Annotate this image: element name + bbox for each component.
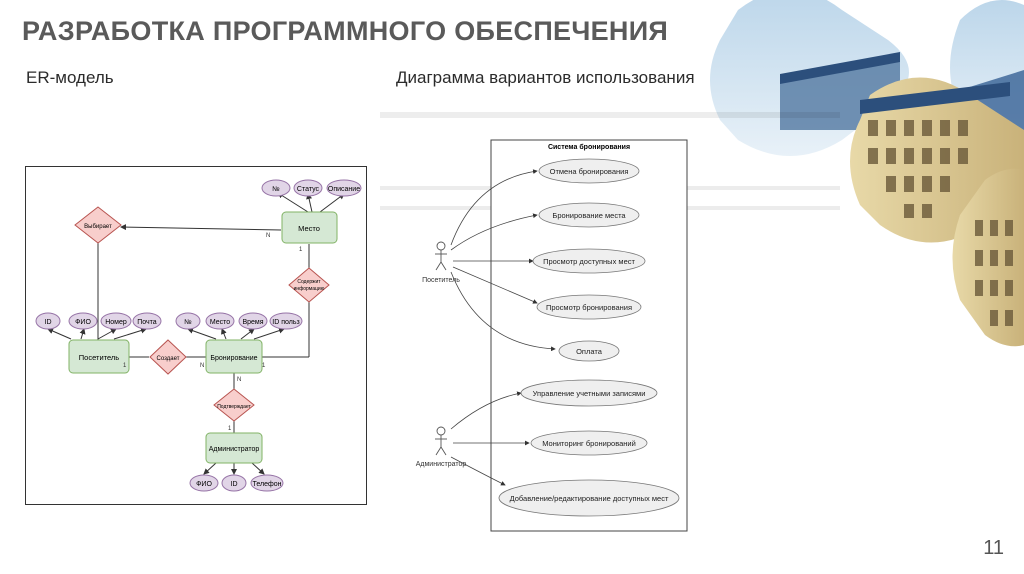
actor-admin-label: Администратор	[416, 461, 467, 468]
usecase-add-edit-label: Добавление/редактирование доступных мест	[510, 494, 669, 503]
usecase-view-places-label: Просмотр доступных мест	[543, 257, 635, 266]
relation-soderzhit-label-1: Содержит	[297, 279, 321, 285]
entity-bronirovanie-label: Бронирование	[210, 355, 257, 362]
attr-group-bronirovanie: № Место Время ID польз	[175, 312, 303, 330]
attr-bronirovanie-3: ID польз	[272, 319, 299, 326]
usecase-heading: Диаграмма вариантов использования	[396, 68, 695, 87]
attr-administrator-1: ID	[231, 481, 238, 488]
entity-mesto-label: Место	[298, 224, 320, 233]
usecase-book-label: Бронирование места	[552, 211, 626, 220]
attr-group-administrator: ФИО ID Телефон	[189, 474, 284, 492]
usecase-payment-label: Оплата	[576, 347, 603, 356]
relation-vybiraet-label: Выбирает	[84, 224, 112, 230]
relation-podtverzhdaet-label: Подтверждает	[217, 404, 251, 410]
relation-podtverzhdaet	[213, 388, 255, 422]
relation-soderzhit	[288, 267, 330, 303]
attr-group-mesto: № Статус Описание	[261, 179, 362, 197]
card-posetitel-1: 1	[123, 363, 127, 369]
card-mesto-n: N	[266, 233, 270, 239]
card-bron-n-down: N	[237, 377, 241, 383]
relation-sozdaet-label: Создает	[157, 356, 180, 362]
er-diagram-frame: № Статус Описание Место Выбирает Содержи…	[25, 166, 367, 505]
relation-vybiraet	[74, 206, 122, 244]
usecase-cancel	[538, 158, 640, 184]
card-bron-n: N	[200, 363, 204, 369]
usecase-diagram: Система бронирования Посетитель Админист…	[416, 139, 688, 532]
entity-posetitel-label: Посетитель	[79, 353, 120, 362]
usecase-view-bookings	[536, 294, 642, 320]
card-bron-1: 1	[262, 363, 266, 369]
er-diagram: № Статус Описание Место Выбирает Содержи…	[35, 179, 362, 492]
attr-bronirovanie-0: №	[184, 319, 192, 326]
attr-posetitel-2: Номер	[105, 319, 127, 326]
attr-mesto-2: Описание	[328, 186, 360, 193]
usecase-view-places	[532, 248, 646, 274]
attr-group-posetitel: ID ФИО Номер Почта	[35, 312, 162, 330]
entity-bronirovanie	[205, 339, 263, 374]
actor-visitor-label: Посетитель	[422, 277, 460, 284]
system-boundary	[490, 139, 688, 532]
er-model-heading: ER-модель	[26, 68, 114, 87]
attr-posetitel-0: ID	[45, 319, 52, 326]
attr-posetitel-1: ФИО	[75, 319, 91, 326]
relation-soderzhit-label-2: информацию	[294, 286, 325, 292]
photo-tile-lower	[952, 168, 1024, 347]
card-admin-1: 1	[228, 426, 232, 432]
usecase-accounts-label: Управление учетными записями	[533, 389, 646, 398]
actor-admin-icon	[435, 426, 447, 456]
system-title: Система бронирования	[548, 143, 630, 151]
attr-posetitel-3: Почта	[137, 319, 157, 326]
attr-administrator-2: Телефон	[252, 481, 281, 488]
entity-mesto	[281, 211, 338, 244]
attr-bronirovanie-2: Время	[242, 319, 263, 326]
usecase-payment	[558, 340, 620, 362]
usecase-view-bookings-label: Просмотр бронирования	[546, 303, 632, 312]
entity-posetitel	[68, 339, 130, 374]
entity-administrator-label: Администратор	[209, 446, 260, 453]
actor-visitor-icon	[435, 241, 447, 271]
relation-sozdaet	[149, 339, 187, 375]
usecase-monitoring-label: Мониторинг бронирований	[542, 439, 636, 448]
attr-mesto-1: Статус	[297, 186, 320, 193]
usecase-cancel-label: Отмена бронирования	[550, 167, 629, 176]
card-mesto-1: 1	[299, 247, 303, 253]
attr-bronirovanie-1: Место	[210, 319, 230, 326]
usecase-monitoring	[530, 430, 648, 456]
usecase-add-edit	[498, 479, 680, 517]
usecase-accounts	[520, 379, 658, 407]
usecase-book	[538, 202, 640, 228]
slide-title: РАЗРАБОТКА ПРОГРАММНОГО ОБЕСПЕЧЕНИЯ	[22, 16, 669, 46]
attr-administrator-0: ФИО	[196, 481, 212, 488]
entity-administrator	[205, 432, 263, 464]
attr-mesto-0: №	[272, 186, 280, 193]
page-number: 11	[983, 537, 1004, 559]
